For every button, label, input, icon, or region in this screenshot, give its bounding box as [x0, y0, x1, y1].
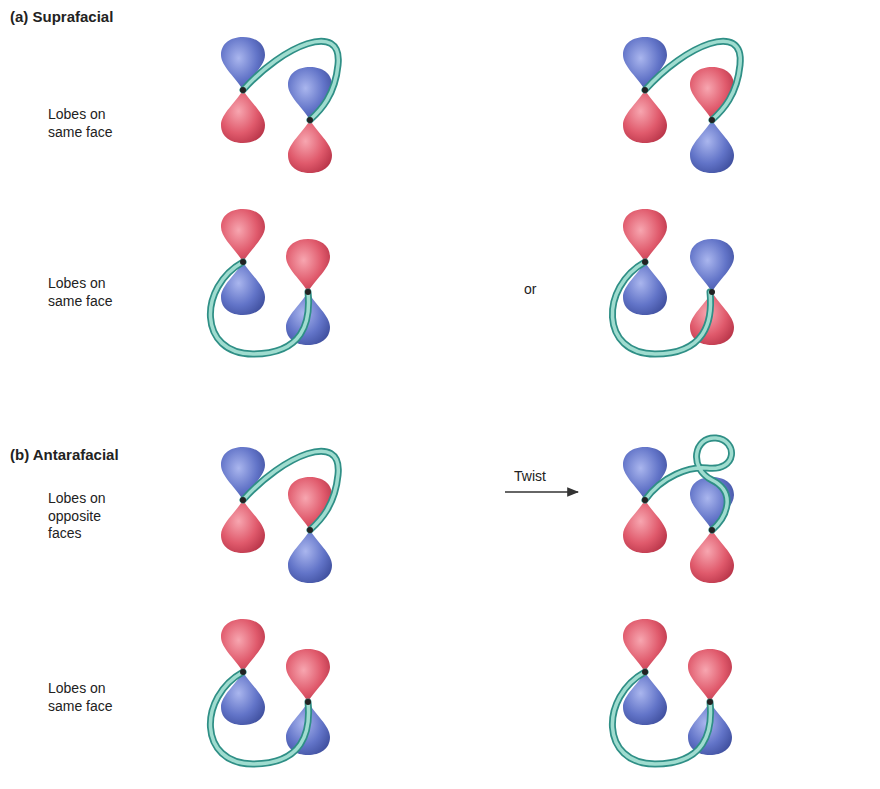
- nucleus-dot: [307, 117, 313, 123]
- orbital-ribbon: [210, 672, 308, 764]
- nucleus-dot: [240, 669, 246, 675]
- nucleus-dot: [240, 259, 246, 265]
- orbital-ribbon: [243, 41, 338, 120]
- orbital-lobe: [690, 120, 734, 173]
- orbital-lobe: [221, 619, 265, 672]
- section-heading: (a) Suprafacial: [10, 8, 113, 27]
- orbital-lobe: [221, 209, 265, 262]
- p-orbital: [690, 67, 734, 173]
- p-orbital: [623, 209, 667, 315]
- orbital-ribbon: [645, 41, 740, 120]
- orbital-lobe: [623, 37, 667, 90]
- orbital-ribbon: [645, 438, 732, 530]
- orbital-lobe: [288, 530, 332, 583]
- orbital-lobe: [286, 239, 330, 292]
- p-orbital: [221, 209, 265, 315]
- orbital-lobe: [623, 90, 667, 143]
- orbital-lobe: [221, 90, 265, 143]
- orbital-ribbon: [243, 451, 338, 530]
- p-orbital: [623, 37, 667, 143]
- face-note: Lobes on same face: [48, 275, 128, 310]
- p-orbital: [221, 37, 265, 143]
- p-orbital: [623, 447, 667, 553]
- nucleus-dot: [642, 87, 648, 93]
- orbital-lobe: [623, 619, 667, 672]
- p-orbital: [690, 239, 734, 345]
- orbital-ribbon: [210, 262, 308, 354]
- orbital-lobe: [288, 477, 332, 530]
- orbital-lobe: [623, 209, 667, 262]
- orbital-lobe: [221, 37, 265, 90]
- orbital-lobe: [688, 649, 732, 702]
- orbital-lobe: [286, 649, 330, 702]
- orbital-lobe: [288, 120, 332, 173]
- orbital-lobe: [623, 447, 667, 500]
- face-note: Lobes on opposite faces: [48, 490, 118, 543]
- face-note: Lobes on same face: [48, 680, 128, 715]
- p-orbital: [288, 67, 332, 173]
- nucleus-dot: [707, 699, 713, 705]
- p-orbital: [688, 649, 732, 755]
- orbital-ribbon: [612, 262, 710, 354]
- nucleus-dot: [305, 289, 311, 295]
- orbital-lobe: [288, 67, 332, 120]
- orbital-ribbon: [612, 672, 710, 764]
- p-orbital: [286, 239, 330, 345]
- nucleus-dot: [709, 527, 715, 533]
- p-orbital: [623, 619, 667, 725]
- orbital-lobe: [221, 500, 265, 553]
- or-label: or: [524, 281, 536, 299]
- orbital-lobe: [690, 67, 734, 120]
- p-orbital: [221, 447, 265, 553]
- nucleus-dot: [240, 87, 246, 93]
- p-orbital: [221, 619, 265, 725]
- nucleus-dot: [709, 289, 715, 295]
- nucleus-dot: [709, 117, 715, 123]
- nucleus-dot: [305, 699, 311, 705]
- orbital-lobe: [690, 239, 734, 292]
- orbital-lobe: [221, 447, 265, 500]
- orbital-lobe: [690, 530, 734, 583]
- orbital-lobe: [623, 500, 667, 553]
- p-orbital: [288, 477, 332, 583]
- nucleus-dot: [240, 497, 246, 503]
- twist-arrow: [505, 491, 578, 493]
- nucleus-dot: [642, 259, 648, 265]
- p-orbital: [286, 649, 330, 755]
- nucleus-dot: [642, 669, 648, 675]
- nucleus-dot: [642, 497, 648, 503]
- face-note: Lobes on same face: [48, 106, 128, 141]
- nucleus-dot: [307, 527, 313, 533]
- section-heading: (b) Antarafacial: [10, 446, 119, 465]
- arrow-label: Twist: [514, 468, 546, 486]
